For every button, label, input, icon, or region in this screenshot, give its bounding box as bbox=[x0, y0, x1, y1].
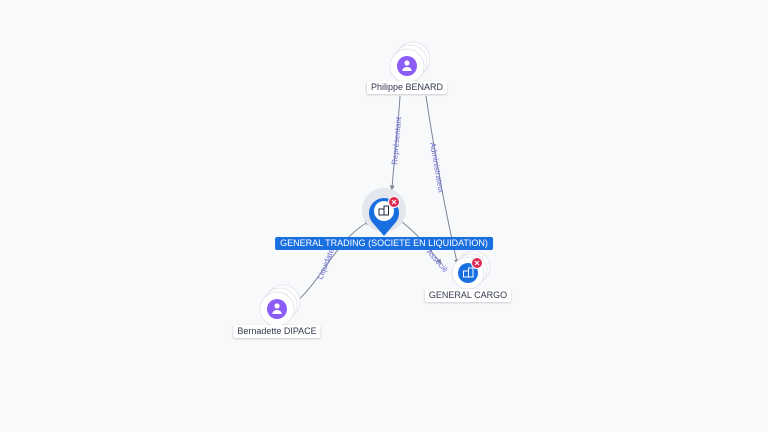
edge-representant: Représentant bbox=[389, 95, 403, 191]
person-icon bbox=[402, 60, 412, 71]
node-general-trading[interactable] bbox=[362, 188, 406, 236]
close-icon bbox=[471, 257, 483, 269]
edge-liquidateur: Liquidateur bbox=[295, 220, 371, 303]
edge-label-trading-cargo: Associé bbox=[425, 247, 451, 274]
node-bernadette[interactable] bbox=[259, 284, 301, 327]
edge-label-administrateur: Administrateur bbox=[428, 142, 446, 195]
node-label-philippe[interactable]: Philippe BENARD bbox=[366, 81, 448, 94]
building-icon bbox=[463, 267, 474, 278]
person-icon bbox=[272, 303, 282, 314]
node-label-bernadette[interactable]: Bernadette DIPACE bbox=[233, 325, 321, 338]
node-general-cargo[interactable] bbox=[451, 250, 491, 290]
building-icon bbox=[378, 205, 389, 216]
node-label-general-trading[interactable]: GENERAL TRADING (SOCIETE EN LIQUIDATION) bbox=[275, 237, 493, 250]
node-label-general-cargo[interactable]: GENERAL CARGO bbox=[424, 289, 512, 302]
node-philippe[interactable] bbox=[389, 41, 431, 84]
edge-label-representant: Représentant bbox=[390, 116, 403, 165]
close-icon bbox=[388, 196, 400, 208]
